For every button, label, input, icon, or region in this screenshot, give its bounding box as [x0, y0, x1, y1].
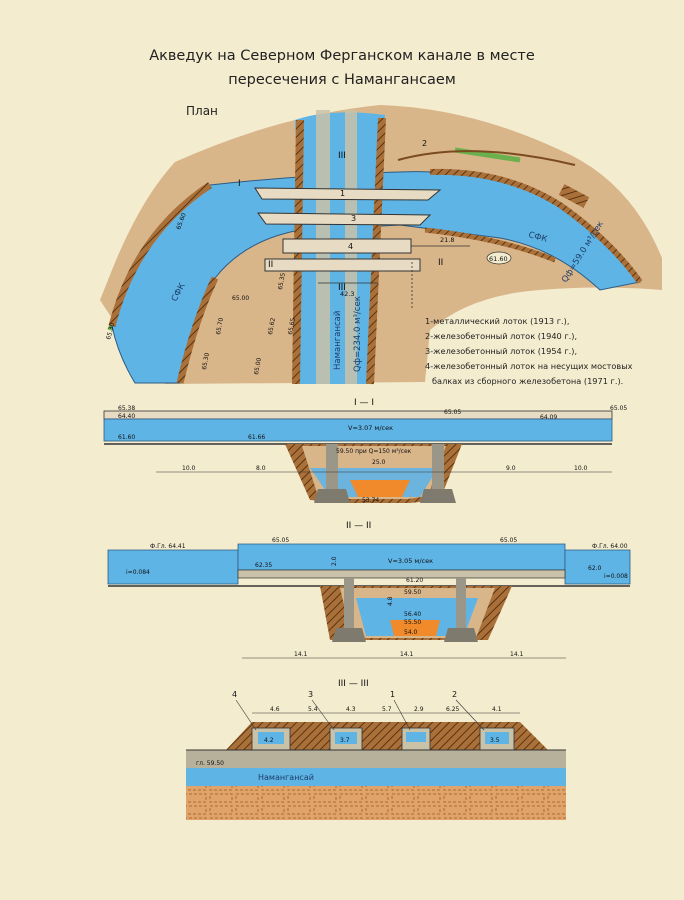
s3-dim-6: 6.25 — [446, 706, 460, 713]
s2-mark-10: 54.0 — [404, 629, 418, 636]
s2-pier-h: 2.0 — [331, 556, 338, 566]
plan-roman-III-top: III — [338, 151, 346, 161]
s1-mark-6505a: 65.05 — [444, 409, 461, 416]
s3-callout-3: 3 — [308, 690, 313, 699]
plan-naman: Намангансай — [333, 311, 343, 370]
s3-callout-4: 4 — [232, 690, 237, 699]
s3-naman: Намангансай — [258, 773, 314, 782]
plan-dim-423: 42.3 — [340, 290, 354, 298]
s1-dim-1: 10.0 — [182, 465, 196, 472]
section-3-label: III — III — [338, 679, 369, 689]
plan-dim-6160: 61.60 — [489, 255, 508, 263]
section-2-label: II — II — [346, 521, 371, 531]
s2-dim-1: 14.1 — [294, 651, 308, 658]
s2-mark-3: 65.05 — [500, 537, 517, 544]
s2-mark-1: Ф.Гл. 64.41 — [150, 543, 186, 550]
section-3: III — III 4.6 5.4 4.3 5.7 2.9 6.25 — [186, 679, 566, 820]
s1-span: 25.0 — [372, 459, 386, 466]
plan-elev-8: 65.65 — [287, 317, 297, 335]
s3-inner-2: 3.7 — [340, 737, 350, 744]
s3-inner-1: 4.2 — [264, 737, 274, 744]
s3-dim-2: 5.4 — [308, 706, 318, 713]
s2-mark-7: 59.50 — [404, 589, 421, 596]
s1-mark-6160: 61.60 — [118, 434, 135, 441]
plan-elev-2: 65.30 — [105, 322, 116, 341]
s1-dim-4: 10.0 — [574, 465, 588, 472]
s2-mark-13: i=0.008 — [604, 573, 628, 580]
section-1-label: I — I — [354, 398, 374, 408]
s2-mark-4: Ф.Гл. 64.00 — [592, 543, 628, 550]
s1-mark-6538: 65.38 — [118, 405, 135, 412]
s3-callout-1: 1 — [390, 690, 395, 699]
legend-item-3: 3-железобетонный лоток (1954 г.), — [425, 346, 578, 356]
s3-dim-5: 2.9 — [414, 706, 424, 713]
s3-dim-1: 4.6 — [270, 706, 280, 713]
s1-bottom: 53.74 — [362, 497, 379, 504]
s2-mark-5: 62.35 — [255, 562, 272, 569]
plan-elev-7: 65.35 — [277, 272, 287, 290]
title-line-2: пересечения с Намангансаем — [228, 72, 456, 88]
s2-mark-2: 65.05 — [272, 537, 289, 544]
s3-callout-2: 2 — [452, 690, 457, 699]
s2-dim-3: 14.1 — [510, 651, 524, 658]
section-1: I — I 65.38 64.40 61.60 65.05 64.09 65.0… — [103, 398, 627, 504]
plan-dim-218: 21.8 — [440, 236, 454, 244]
s2-flow: V=3.05 м/сек — [388, 557, 433, 565]
plan-elev-6: 65.62 — [267, 317, 277, 335]
plan-roman-III-bottom: III — [338, 283, 346, 293]
plan-roman-II-left: II — [268, 260, 273, 270]
s1-mark-6166: 61.66 — [248, 434, 265, 441]
s2-mark-9: 55.50 — [404, 619, 421, 626]
s3-dim-4: 5.7 — [382, 706, 392, 713]
legend: 1-металлический лоток (1913 г.), 2-желез… — [425, 314, 633, 389]
s1-water: 59.50 при Q=150 м³/сек — [336, 448, 412, 455]
s3-mark: гл. 59.50 — [196, 760, 224, 767]
plan-elev-3: 65.00 — [232, 295, 249, 302]
s2-mark-8: 56.40 — [404, 611, 421, 618]
title-line-1: Акведук на Северном Ферганском канале в … — [149, 48, 535, 64]
plan-label: План — [186, 104, 218, 118]
plan-num-3: 3 — [351, 214, 356, 223]
legend-item-2: 2-железобетонный лоток (1940 г.), — [425, 331, 578, 341]
s2-mark-11: 62.0 — [588, 565, 602, 572]
s2-mark-12: i=0.084 — [126, 569, 150, 576]
plan-view: I II II III III 1 2 3 4 СФК СФК Qф=59.0 … — [100, 105, 662, 385]
s3-dim-3: 4.3 — [346, 706, 356, 713]
s2-dim-2: 14.1 — [400, 651, 414, 658]
s1-dim-3: 9.0 — [506, 465, 516, 472]
plan-roman-I: I — [238, 179, 241, 189]
plan-elev-9: 65.00 — [253, 357, 263, 375]
s3-dim-7: 4.1 — [492, 706, 502, 713]
section-2: II — II Ф.Гл. 64.41 65.05 65.05 Ф.Гл. 64… — [107, 521, 631, 659]
plan-elev-4: 65.70 — [215, 317, 225, 335]
plan-roman-II-right: II — [438, 258, 443, 268]
s1-mark-6409: 64.09 — [540, 414, 557, 421]
legend-item-1: 1-металлический лоток (1913 г.), — [425, 316, 570, 326]
plan-num-2: 2 — [422, 139, 427, 148]
plan-elev-5: 65.30 — [201, 352, 211, 370]
s1-dim-2: 8.0 — [256, 465, 266, 472]
s1-mark-6440: 64.40 — [118, 413, 135, 420]
s2-mark-6: 61.20 — [406, 577, 423, 584]
legend-item-4-cont: балках из сборного железобетона (1971 г.… — [432, 376, 624, 386]
s3-inner-3: 3.5 — [490, 737, 500, 744]
plan-num-4: 4 — [348, 242, 353, 251]
s2-gap: 4.8 — [387, 596, 394, 606]
s1-mark-6505b: 65.05 — [610, 405, 627, 412]
plan-sfk-right: СФК — [527, 230, 548, 245]
s1-flow: V=3.07 м/сек — [348, 424, 393, 432]
plan-flow-naman: Qф=234.0 м³/сек — [353, 296, 363, 372]
legend-item-4: 4-железобетонный лоток на несущих мостов… — [425, 361, 633, 371]
plan-num-1: 1 — [340, 189, 345, 198]
